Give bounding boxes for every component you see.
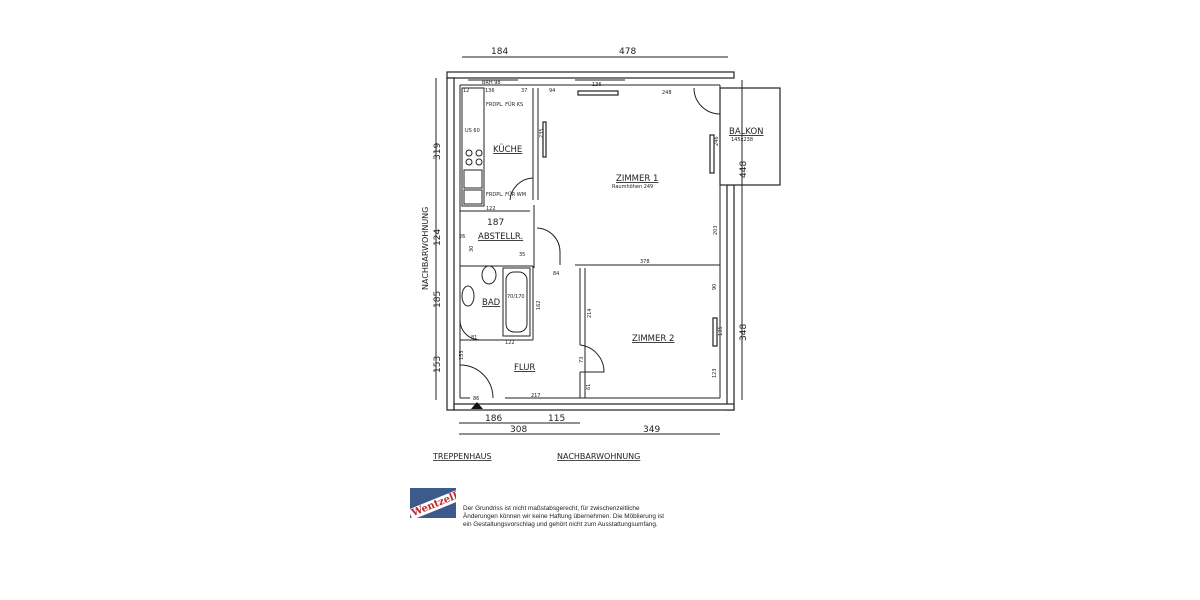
room-label-hall: FLUR <box>514 363 535 373</box>
dim-bottom-2: 115 <box>548 414 565 424</box>
svg-text:84: 84 <box>553 271 559 277</box>
svg-text:26: 26 <box>459 234 465 240</box>
dim-left-4: 153 <box>433 356 443 373</box>
svg-text:136: 136 <box>485 88 495 94</box>
svg-text:FRDPL. FÜR KS: FRDPL. FÜR KS <box>486 101 523 108</box>
balcony-size: 145x238 <box>731 137 753 143</box>
svg-text:BRH 98: BRH 98 <box>482 80 501 86</box>
svg-text:214: 214 <box>587 308 593 318</box>
room-label-room1: ZIMMER 1 <box>616 174 658 184</box>
company-logo: WentzelDr. <box>410 488 456 518</box>
svg-text:162: 162 <box>536 300 542 310</box>
doors <box>459 87 721 409</box>
dim-left-1: 319 <box>433 143 443 160</box>
dim-bottom-3: 308 <box>510 425 527 435</box>
inner-dimensions: BRH 98 12 136 37 94 136 248 235 246 FRDP… <box>459 80 724 399</box>
svg-text:122: 122 <box>505 340 515 346</box>
room-height-note: Raumhöhen 249 <box>612 184 653 190</box>
svg-text:73: 73 <box>579 357 585 363</box>
room-label-balcony: BALKON <box>729 127 764 137</box>
svg-text:30: 30 <box>469 246 475 252</box>
room-label-room2: ZIMMER 2 <box>632 334 674 344</box>
disclaimer-line: Änderungen können wir keine Haftung über… <box>463 513 665 521</box>
svg-text:81: 81 <box>471 335 477 341</box>
svg-text:246: 246 <box>714 136 720 146</box>
dim-bottom-4: 349 <box>643 425 660 435</box>
svg-text:35: 35 <box>519 252 525 258</box>
svg-text:235: 235 <box>539 128 545 138</box>
disclaimer-line: ein Gestaltungsvorschlag und gehört nich… <box>463 521 658 529</box>
svg-text:123: 123 <box>712 368 718 378</box>
dim-top-2: 478 <box>619 47 636 57</box>
fixtures <box>461 87 531 337</box>
svg-text:136: 136 <box>592 82 602 88</box>
svg-text:12: 12 <box>463 88 469 94</box>
svg-text:122: 122 <box>486 206 496 212</box>
dimension-lines <box>435 56 743 435</box>
svg-text:FRDPL. FÜR WM: FRDPL. FÜR WM <box>486 191 526 198</box>
dim-top-1: 184 <box>491 47 508 57</box>
svg-text:90: 90 <box>712 284 718 290</box>
dim-right-1: 448 <box>739 161 749 178</box>
disclaimer: Der Grundriss ist nicht maßstabsgerecht,… <box>463 505 703 530</box>
balcony <box>719 87 781 186</box>
disclaimer-line: Der Grundriss ist nicht maßstabsgerecht,… <box>463 505 640 512</box>
dim-right-2: 348 <box>739 324 749 341</box>
svg-text:94: 94 <box>549 88 555 94</box>
room-label-bath: BAD <box>482 298 501 308</box>
dim-left-2: 124 <box>433 229 443 246</box>
svg-text:37: 37 <box>521 88 527 94</box>
svg-text:248: 248 <box>662 90 672 96</box>
svg-text:203: 203 <box>713 225 719 235</box>
svg-text:187: 187 <box>487 218 504 228</box>
svg-text:153: 153 <box>459 350 465 360</box>
svg-text:217: 217 <box>531 393 541 399</box>
dim-entrance: 86 <box>473 396 479 402</box>
svg-text:70/170: 70/170 <box>507 294 525 300</box>
stairwell-label: TREPPENHAUS <box>432 452 492 461</box>
dim-bottom-1: 186 <box>485 414 502 424</box>
walls <box>446 71 735 411</box>
svg-text:US 60: US 60 <box>465 128 480 134</box>
neighbor-label-left: NACHBARWOHNUNG <box>421 207 430 290</box>
svg-text:378: 378 <box>640 259 650 265</box>
room-label-kitchen: KÜCHE <box>493 144 522 155</box>
svg-text:61: 61 <box>586 384 592 390</box>
neighbor-label-bottom: NACHBARWOHNUNG <box>557 452 640 461</box>
room-label-storage: ABSTELLR. <box>478 232 523 242</box>
svg-text:135: 135 <box>718 326 724 336</box>
entrance-arrow-icon <box>471 402 483 409</box>
dim-left-3: 185 <box>433 291 443 308</box>
